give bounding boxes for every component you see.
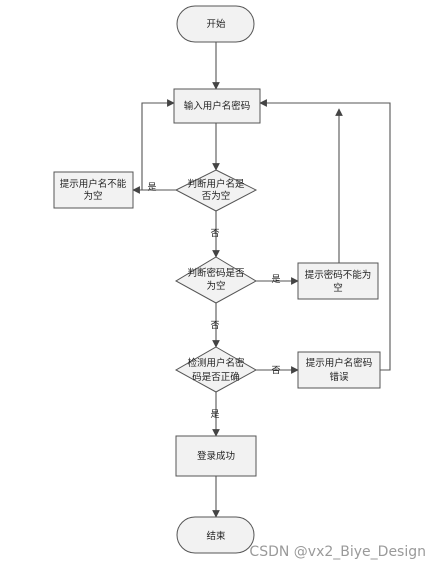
node-labels: 开始 输入用户名密码 判断用户名是 否为空 提示用户名不能 为空 判断密码是否 … <box>60 18 373 542</box>
edge-label-username-yes: 是 <box>147 182 156 193</box>
edge-prompt-credentials-back-to-input <box>259 99 391 371</box>
prompt-password-empty-label-line1: 提示密码不能为 <box>305 269 372 281</box>
edge-label-credentials-no: 否 <box>271 365 280 376</box>
prompt-password-empty-label-line2: 空 <box>333 282 343 294</box>
edge-label-password-yes: 是 <box>271 274 280 285</box>
edge-label-credentials-yes: 是 <box>210 409 219 420</box>
login-success-box <box>175 435 257 477</box>
start-label: 开始 <box>206 18 226 30</box>
prompt-credentials-wrong-label-line2: 错误 <box>329 371 349 383</box>
input-credentials-box <box>173 88 261 124</box>
check-username-empty-label-line1: 判断用户名是 <box>187 178 245 190</box>
prompt-username-empty-label-line2: 为空 <box>83 190 102 202</box>
edge-label-username-no: 否 <box>210 228 219 239</box>
check-username-empty-diamond <box>174 169 258 212</box>
end-label: 结束 <box>206 530 226 542</box>
prompt-credentials-wrong-box <box>297 351 381 389</box>
edge-labels: 是 否 是 否 否 是 <box>147 182 280 420</box>
check-username-empty-label-line2: 否为空 <box>202 190 231 202</box>
prompt-username-empty-box <box>53 171 134 209</box>
check-credentials-label-line1: 检测用户名密 <box>187 357 245 369</box>
check-password-empty-label-line2: 为空 <box>206 280 225 292</box>
nodes <box>53 5 381 554</box>
edge-prompt-username-back-to-input <box>141 99 175 190</box>
prompt-credentials-wrong-label-line1: 提示用户名密码 <box>306 357 373 369</box>
end-terminal <box>176 516 255 554</box>
check-credentials-label-line2: 码是否正确 <box>192 371 240 383</box>
check-credentials-diamond <box>174 346 258 393</box>
input-credentials-label: 输入用户名密码 <box>184 100 251 112</box>
edges <box>132 42 391 518</box>
watermark: CSDN @vx2_Biye_Design <box>249 544 426 560</box>
prompt-username-empty-label-line1: 提示用户名不能 <box>60 178 127 190</box>
check-password-empty-label-line1: 判断密码是否 <box>187 267 245 279</box>
prompt-password-empty-box <box>297 262 379 300</box>
edge-label-password-no: 否 <box>210 320 219 331</box>
start-terminal <box>176 5 255 43</box>
check-password-empty-diamond <box>174 256 258 304</box>
login-success-label: 登录成功 <box>197 450 235 462</box>
